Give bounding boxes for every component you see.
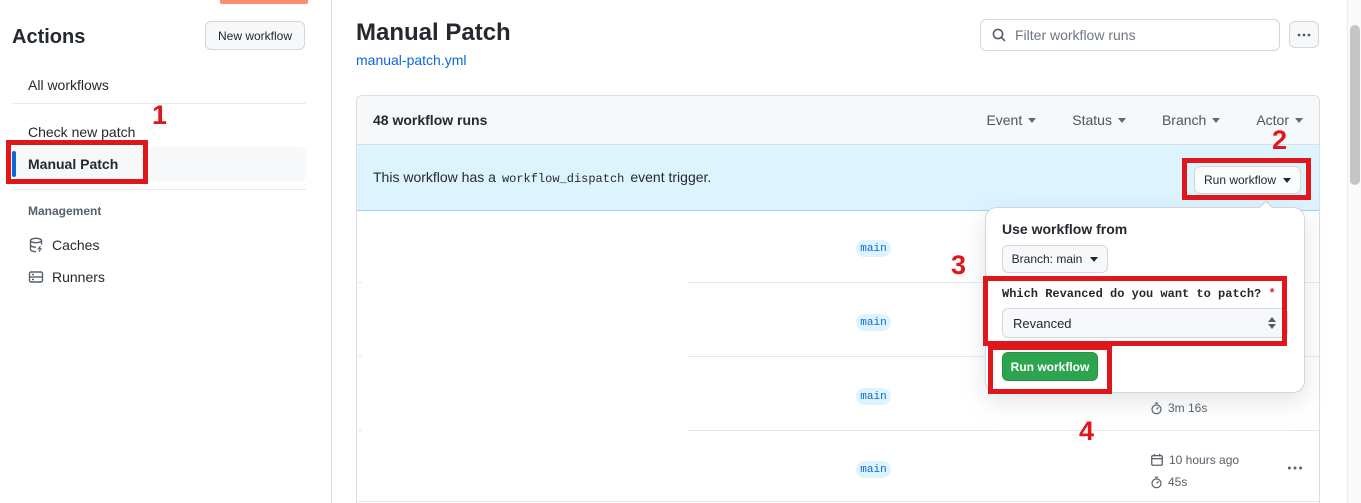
sidebar-item-label: All workflows: [28, 77, 109, 93]
banner-code: workflow_dispatch: [501, 172, 625, 186]
sidebar-item-all-workflows[interactable]: All workflows: [12, 70, 306, 100]
use-workflow-from-label: Use workflow from: [1002, 221, 1128, 237]
sort-arrows-icon: [1268, 317, 1276, 329]
search-input[interactable]: [1015, 27, 1269, 43]
required-asterisk: *: [1268, 287, 1276, 301]
row-divider: [357, 501, 1319, 502]
header-kebab-button[interactable]: [1289, 21, 1319, 48]
run-duration: 45s: [1150, 475, 1187, 489]
filter-branch[interactable]: Branch: [1162, 112, 1221, 128]
selected-item-indicator: [12, 151, 16, 177]
branch-badge[interactable]: main: [856, 240, 891, 257]
chevron-down-icon: [1212, 117, 1221, 123]
management-section-label: Management: [28, 204, 102, 218]
row-divider: [357, 282, 1319, 283]
branch-badge[interactable]: main: [856, 388, 891, 405]
sidebar-item-label: Caches: [52, 237, 100, 253]
run-time: 10 hours ago: [1150, 453, 1239, 467]
sidebar-item-label: Check new patch: [28, 124, 136, 140]
search-icon: [992, 28, 1006, 42]
redacted-run-titles-area: [362, 212, 688, 500]
chevron-down-icon: [1117, 117, 1126, 123]
select-value: Revanced: [1013, 315, 1072, 331]
workflow-dispatch-banner: This workflow has a workflow_dispatch ev…: [357, 145, 1319, 211]
scrollbar-track[interactable]: [1347, 0, 1361, 503]
calendar-icon: [1151, 453, 1163, 466]
banner-text-after: event trigger.: [630, 169, 712, 185]
sidebar-item-label: Runners: [52, 269, 105, 285]
filter-runs-search[interactable]: [980, 19, 1280, 51]
actions-tab-underline: [220, 0, 308, 4]
filter-event[interactable]: Event: [986, 112, 1037, 128]
chevron-down-icon: [1283, 177, 1292, 183]
scrollbar-thumb[interactable]: [1350, 25, 1360, 185]
workflow-input-label: Which Revanced do you want to patch? *: [1002, 287, 1276, 301]
branch-badge[interactable]: main: [856, 461, 891, 478]
run-workflow-dropdown-button[interactable]: Run workflow: [1194, 166, 1301, 194]
database-icon: [29, 237, 43, 253]
sidebar-divider: [12, 103, 306, 104]
stopwatch-icon: [1151, 476, 1162, 488]
row-divider: [357, 356, 1319, 357]
filter-actor[interactable]: Actor: [1256, 112, 1303, 128]
sidebar-separator: [331, 0, 332, 503]
sidebar-divider: [12, 189, 306, 190]
server-icon: [28, 271, 44, 283]
sidebar-item-label: Manual Patch: [28, 156, 119, 172]
chevron-down-icon: [1090, 256, 1099, 262]
sidebar-title: Actions: [12, 26, 86, 48]
branch-selector-button[interactable]: Branch: main: [1002, 245, 1108, 273]
sidebar-item-check-new-patch[interactable]: Check new patch: [12, 117, 306, 147]
filter-status[interactable]: Status: [1072, 112, 1126, 128]
sidebar-item-manual-patch[interactable]: Manual Patch: [12, 147, 306, 181]
revanced-select[interactable]: Revanced: [1002, 308, 1288, 338]
runs-count: 48 workflow runs: [373, 112, 488, 128]
sidebar-item-caches[interactable]: Caches: [28, 233, 298, 257]
run-duration: 3m 16s: [1150, 401, 1207, 415]
kebab-horizontal-icon: [1287, 466, 1303, 470]
sidebar-item-runners[interactable]: Runners: [28, 265, 298, 289]
runs-list-header: 48 workflow runs Event Status Branch Act…: [357, 96, 1319, 145]
chevron-down-icon: [1295, 117, 1303, 123]
banner-text-before: This workflow has a: [373, 169, 496, 185]
run-kebab-button[interactable]: [1282, 459, 1308, 477]
page-title: Manual Patch: [356, 19, 511, 46]
new-workflow-button[interactable]: New workflow: [205, 21, 305, 50]
row-divider: [357, 430, 1319, 431]
kebab-horizontal-icon: [1297, 33, 1311, 36]
branch-badge[interactable]: main: [856, 314, 891, 331]
chevron-down-icon: [1028, 117, 1037, 123]
run-workflow-submit-button[interactable]: Run workflow: [1002, 352, 1098, 381]
workflow-file-link[interactable]: manual-patch.yml: [356, 52, 467, 68]
stopwatch-icon: [1151, 402, 1162, 414]
